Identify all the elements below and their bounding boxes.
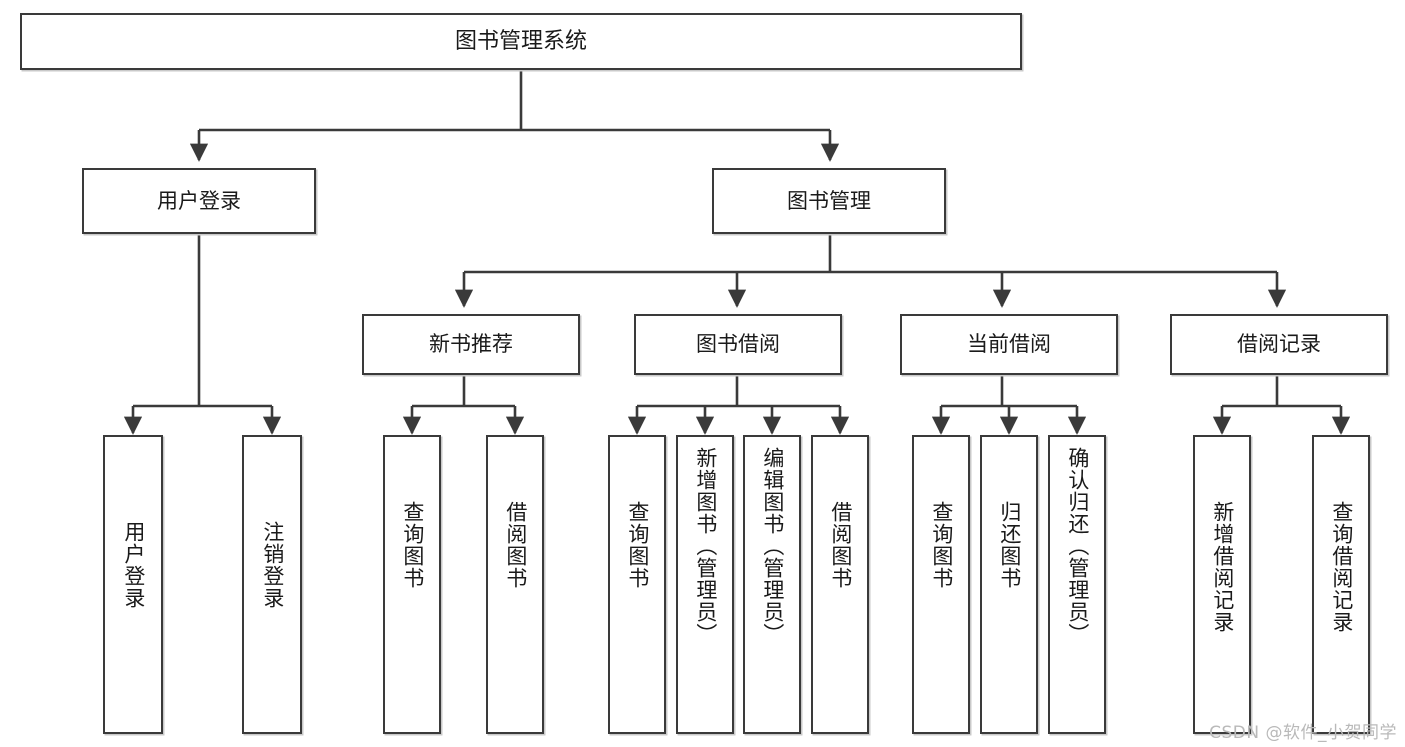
- leaf-borrow-record-query[interactable]: 查询借阅记录: [1312, 435, 1370, 734]
- node-label: 查询图书: [400, 501, 425, 589]
- node-label: 用户登录: [121, 521, 146, 609]
- leaf-current-borrow-confirm-return[interactable]: 确认归还（管理员）: [1048, 435, 1106, 734]
- node-label: 当前借阅: [967, 332, 1051, 357]
- node-label: 图书管理系统: [454, 28, 587, 54]
- node-label: 图书管理: [787, 188, 871, 213]
- node-label: 借阅图书: [828, 501, 853, 589]
- node-book-management[interactable]: 图书管理: [712, 168, 946, 234]
- node-label: 查询借阅记录: [1329, 501, 1354, 633]
- node-label: 编辑图书（管理员）: [760, 447, 785, 645]
- leaf-borrow-record-add[interactable]: 新增借阅记录: [1193, 435, 1251, 734]
- leaf-book-borrow-add[interactable]: 新增图书（管理员）: [676, 435, 734, 734]
- leaf-current-borrow-query[interactable]: 查询图书: [912, 435, 970, 734]
- watermark-text: CSDN @软件_小贺同学: [1209, 723, 1397, 743]
- node-label: 借阅图书: [503, 501, 528, 589]
- node-label: 确认归还（管理员）: [1065, 447, 1090, 645]
- node-label: 查询图书: [625, 501, 650, 589]
- leaf-book-borrow-query[interactable]: 查询图书: [608, 435, 666, 734]
- node-label: 新增借阅记录: [1210, 501, 1235, 633]
- leaf-user-login-login[interactable]: 用户登录: [103, 435, 163, 734]
- node-label: 查询图书: [929, 501, 954, 589]
- node-root-system[interactable]: 图书管理系统: [20, 13, 1022, 70]
- node-label: 用户登录: [157, 188, 241, 213]
- leaf-current-borrow-return[interactable]: 归还图书: [980, 435, 1038, 734]
- node-label: 借阅记录: [1237, 332, 1321, 357]
- node-borrow-record[interactable]: 借阅记录: [1170, 314, 1388, 375]
- leaf-new-book-query[interactable]: 查询图书: [383, 435, 441, 734]
- node-label: 新增图书（管理员）: [693, 447, 718, 645]
- node-current-borrow[interactable]: 当前借阅: [900, 314, 1118, 375]
- leaf-user-login-logout[interactable]: 注销登录: [242, 435, 302, 734]
- node-new-book-recommend[interactable]: 新书推荐: [362, 314, 580, 375]
- node-label: 新书推荐: [429, 332, 513, 357]
- node-label: 归还图书: [997, 501, 1022, 589]
- leaf-new-book-borrow[interactable]: 借阅图书: [486, 435, 544, 734]
- node-book-borrow[interactable]: 图书借阅: [634, 314, 842, 375]
- node-label: 图书借阅: [696, 332, 780, 357]
- leaf-book-borrow-edit[interactable]: 编辑图书（管理员）: [743, 435, 801, 734]
- node-label: 注销登录: [260, 521, 285, 609]
- leaf-book-borrow-borrow[interactable]: 借阅图书: [811, 435, 869, 734]
- node-user-login[interactable]: 用户登录: [82, 168, 316, 234]
